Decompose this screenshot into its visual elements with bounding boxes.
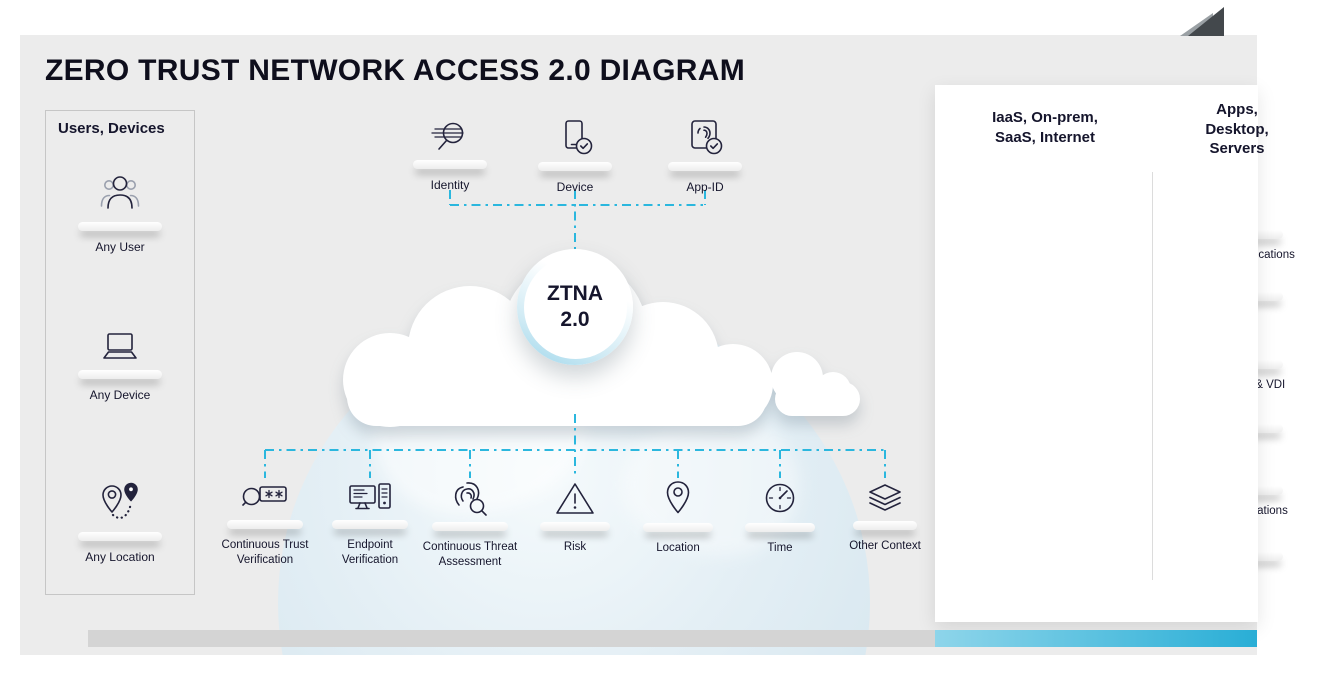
location-pins-icon [97,480,143,526]
users-devices-panel-title: Users, Devices [58,120,165,137]
node-label: Any Location [85,550,155,564]
threat-assessment-icon [449,478,491,516]
node-label: Any User [95,240,145,254]
platform-shelf [78,370,162,379]
time-gauge-icon [761,479,799,517]
platform-shelf [413,160,487,169]
app-id-icon [685,118,725,156]
users-devices-panel [45,110,195,595]
user-icon [97,170,143,216]
node-label: Endpoint Verification [341,539,399,566]
node-label: Location [656,542,700,554]
ztna-circle: ZTNA 2.0 [517,249,633,365]
apps-column-title: Apps, Desktop, Servers [1205,101,1269,157]
endpoint-verification-node: Endpoint Verification [318,480,422,568]
node-label: Other Context [849,540,921,552]
any-location-node: Any Location [45,480,195,566]
identity-scan-icon [430,118,470,154]
platform-shelf [745,523,815,532]
node-label: Identity [430,178,470,192]
destinations-card [935,85,1258,622]
node-label: Device [556,180,594,194]
platform-shelf [78,532,162,541]
page-title: ZERO TRUST NETWORK ACCESS 2.0 DIAGRAM [45,54,746,87]
platform-shelf [227,520,303,529]
bottom-gray-bar [88,630,935,647]
platform-shelf [432,522,508,531]
node-label: App-ID [686,180,724,194]
endpoint-verification-icon [347,480,393,514]
node-label: Any Device [89,388,151,402]
layers-icon [862,481,908,515]
continuous-threat-assessment-node: Continuous Threat Assessment [418,478,522,570]
platform-shelf [78,222,162,231]
bottom-accent-bar [935,630,1257,647]
any-device-node: Any Device [45,330,195,404]
ztna-label: ZTNA 2.0 [547,281,603,331]
platform-shelf [332,520,408,529]
node-label: Continuous Trust Verification [221,539,309,566]
iaas-column-title: IaaS, On-prem, SaaS, Internet [992,109,1098,146]
laptop-icon [97,330,143,364]
platform-shelf [853,521,917,530]
any-user-node: Any User [45,170,195,256]
column-divider [1152,172,1153,580]
platform-shelf [668,162,742,171]
continuous-trust-verification-node: Continuous Trust Verification [213,480,317,568]
device-check-icon [555,118,595,156]
corner-fold-icon [1188,7,1224,36]
node-label: Time [767,542,793,554]
node-label: Continuous Threat Assessment [422,541,518,568]
corner-fold-back [1180,13,1213,36]
platform-shelf [540,522,610,531]
risk-node: Risk [523,480,627,555]
platform-shelf [538,162,612,171]
other-context-node: Other Context [833,481,937,554]
app-id-node: App-ID [645,118,765,196]
risk-warning-icon [554,480,596,516]
trust-verification-icon [242,480,288,514]
node-label: Risk [563,541,587,553]
ztna-circle-inner: ZTNA 2.0 [523,255,627,359]
time-node: Time [728,479,832,556]
device-node: Device [515,118,635,196]
identity-node: Identity [390,118,510,194]
location-pin-icon [663,479,693,517]
platform-shelf [643,523,713,532]
location-node: Location [626,479,730,556]
